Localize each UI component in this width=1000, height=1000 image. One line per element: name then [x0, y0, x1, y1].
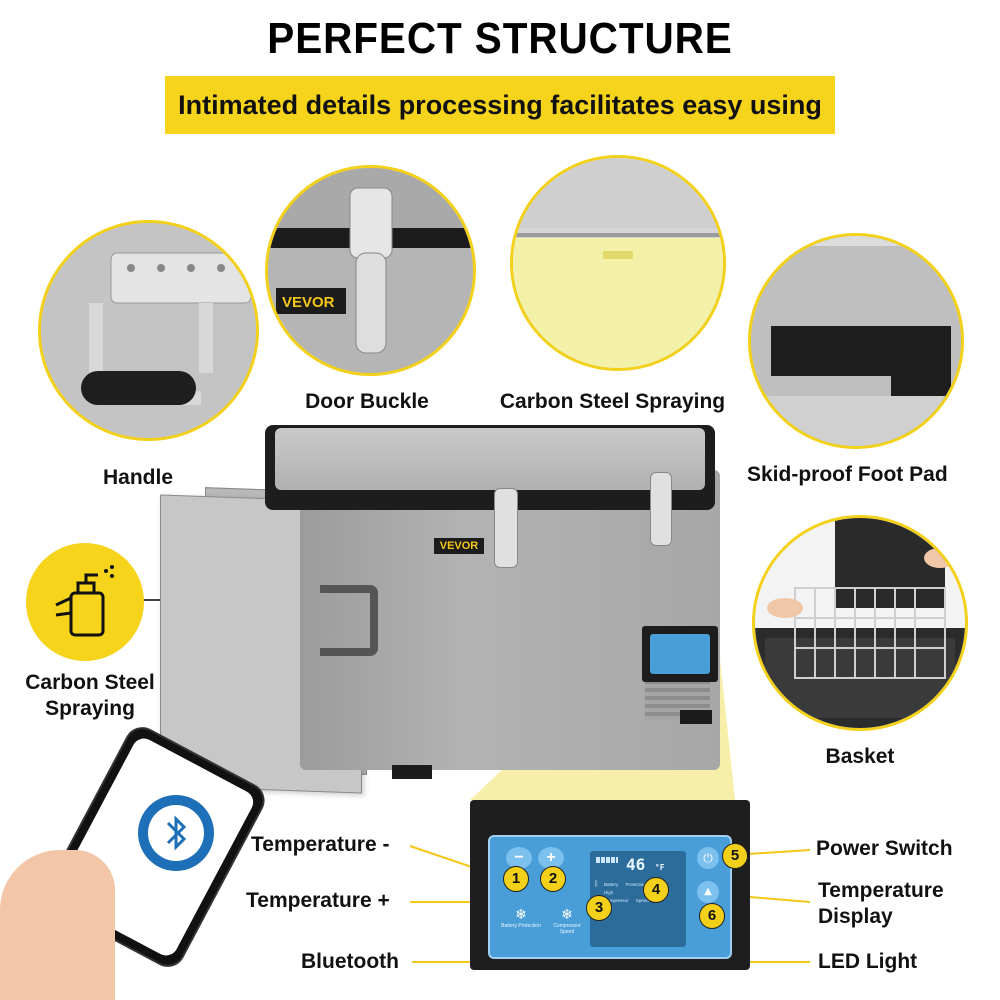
display-bluetooth-icon: ᛒ: [594, 879, 599, 888]
carbon-steel-side-label: Carbon Steel Spraying: [10, 670, 170, 722]
temperature-minus-label: Temperature -: [251, 833, 390, 856]
door-buckle-illustration: VEVOR: [268, 168, 473, 373]
carbon-steel-side-label-line1: Carbon Steel: [25, 671, 155, 694]
power-button[interactable]: ⏻: [697, 847, 719, 869]
fridge-latch-left: [494, 488, 518, 568]
foot-pad-label: Skid-proof Foot Pad: [747, 463, 948, 486]
fridge-mini-panel: [642, 626, 718, 682]
page-title: PERFECT STRUCTURE: [267, 14, 733, 63]
fridge-mini-screen: [650, 634, 710, 674]
temperature-reading: 46 °F: [626, 855, 665, 874]
door-buckle-label: Door Buckle: [305, 390, 429, 413]
fridge-lid-top: [275, 428, 705, 490]
minus-button[interactable]: −: [506, 847, 532, 869]
fridge-foot-left: [392, 765, 432, 779]
carbon-steel-side-label-line2: Spraying: [45, 697, 135, 720]
led-light-button[interactable]: ▲: [697, 881, 719, 903]
led-icon: ▲: [704, 886, 712, 897]
fridge-brand-badge: VEVOR: [434, 538, 484, 554]
spray-can-icon: [55, 565, 114, 637]
protection-text: Protection: [625, 882, 646, 887]
basket-label: Basket: [825, 745, 895, 768]
bluetooth-label: Bluetooth: [301, 950, 399, 973]
marker-2: 2: [540, 866, 566, 892]
high-text: High: [604, 890, 614, 895]
snowflake-icon: ❄: [561, 907, 573, 923]
bluetooth-badge-inner: [148, 805, 204, 861]
handle-detail-image: [38, 220, 259, 441]
battery-text: Battery: [604, 882, 619, 887]
led-light-label: LED Light: [818, 950, 918, 973]
battery-protection-button[interactable]: ❄ Battery Protection: [500, 907, 542, 929]
bluetooth-icon: [166, 815, 187, 851]
door-buckle-detail-image: VEVOR: [265, 165, 476, 376]
temperature-value: 46: [626, 855, 646, 874]
marker-4: 4: [643, 877, 669, 903]
fridge-foot-right: [680, 710, 712, 724]
bluetooth-badge: [138, 795, 214, 871]
temperature-display-label-line2: Display: [818, 905, 893, 928]
plus-button-symbol: +: [546, 849, 556, 866]
carbon-steel-top-label: Carbon Steel Spraying: [499, 390, 726, 413]
carbon-steel-detail-image: [510, 155, 726, 371]
spray-icon-badge: [26, 543, 144, 661]
temperature-display-label-line1: Temperature: [818, 879, 944, 902]
marker-3: 3: [586, 895, 612, 921]
hand-illustration: [0, 850, 115, 1000]
carbon-steel-illustration: [513, 158, 723, 368]
marker-1: 1: [503, 866, 529, 892]
speed-text: Speed: [635, 898, 649, 903]
temperature-display-label: Temperature Display: [818, 878, 944, 930]
power-icon: ⏻: [703, 851, 713, 865]
fridge-side-handle: [320, 585, 378, 656]
subtitle-text: Intimated details processing facilitates…: [178, 90, 822, 120]
compressor-text: Compressor: [604, 898, 629, 903]
foot-pad-illustration: [751, 236, 961, 446]
plus-button[interactable]: +: [538, 847, 564, 869]
minus-button-symbol: −: [514, 849, 524, 866]
temperature-unit: °F: [654, 863, 665, 872]
leader-power: [747, 849, 811, 855]
basket-detail-image: [752, 515, 968, 731]
snowflake-icon: ❄: [515, 907, 527, 923]
control-panel-screen: − + ❄ Battery Protection ❄ Compressor Sp…: [488, 835, 732, 959]
handle-illustration: [41, 223, 256, 438]
battery-bars: [596, 857, 618, 863]
subtitle-banner: Intimated details processing facilitates…: [165, 76, 835, 134]
basket-illustration: [755, 518, 965, 728]
fridge-latch-right: [650, 472, 672, 546]
foot-pad-detail-image: [748, 233, 964, 449]
marker-5: 5: [722, 843, 748, 869]
fridge-brand-text: VEVOR: [439, 540, 479, 552]
door-buckle-brand: VEVOR: [282, 294, 335, 311]
compressor-speed-button[interactable]: ❄ Compressor Speed: [546, 907, 588, 935]
battery-protection-label: Battery Protection: [501, 923, 541, 929]
temperature-plus-label: Temperature +: [246, 889, 390, 912]
power-switch-label: Power Switch: [816, 837, 953, 860]
compressor-speed-label: Compressor Speed: [553, 923, 581, 935]
handle-label: Handle: [102, 466, 173, 489]
marker-6: 6: [699, 903, 725, 929]
